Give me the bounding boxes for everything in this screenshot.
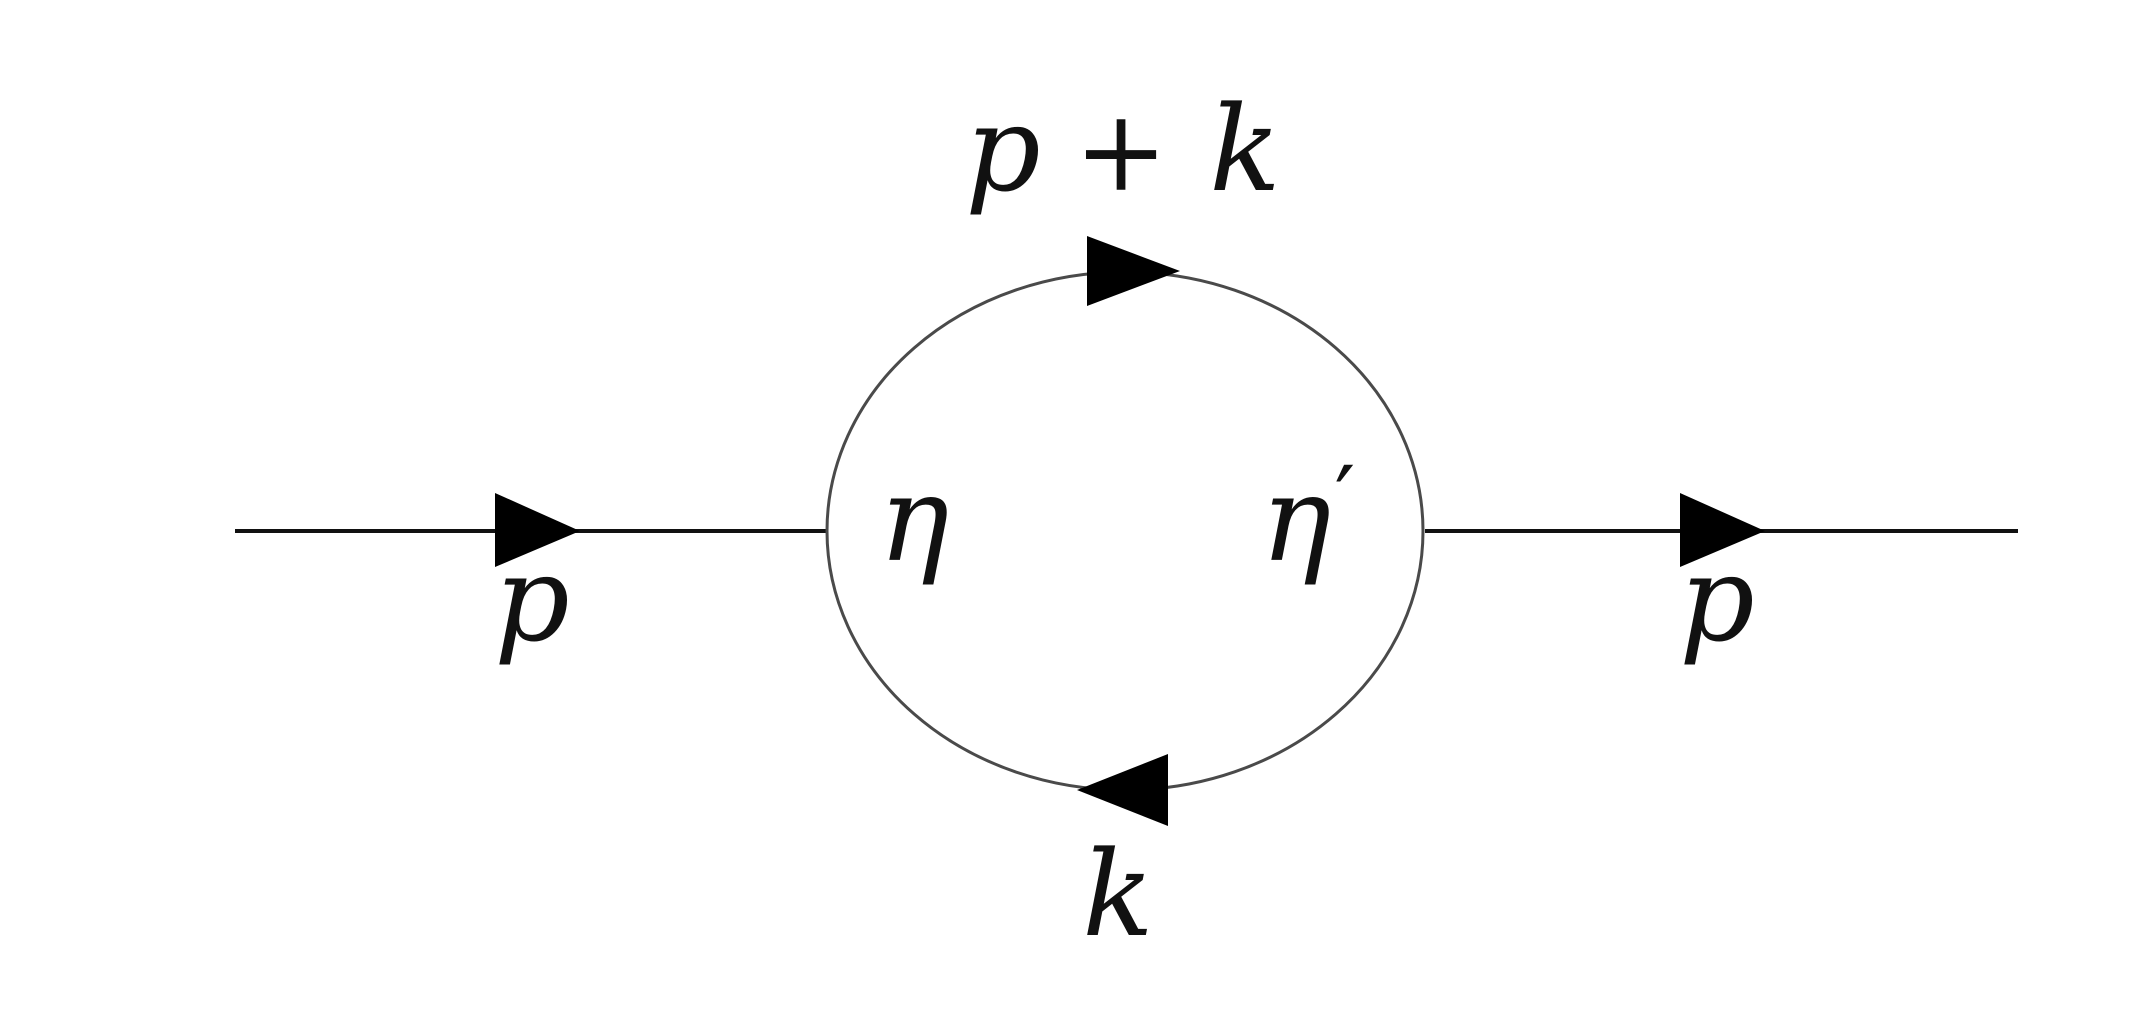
upper-momentum-plus-label: + [1074,87,1168,217]
outgoing-arrow [1680,493,1765,567]
upper-momentum-k-label: k [1209,80,1281,218]
left-vertex-label: η [879,450,950,588]
incoming-arrow [495,493,580,567]
upper-momentum-p-label: p [965,80,1041,218]
outgoing-momentum-label: p [1679,530,1755,668]
lower-loop-arrow [1077,754,1168,826]
lower-momentum-label: k [1082,825,1154,963]
right-vertex-prime: ′ [1335,447,1356,554]
right-vertex-label: η [1261,450,1332,588]
incoming-momentum-label: p [494,530,570,668]
upper-loop-arrow [1087,236,1180,306]
